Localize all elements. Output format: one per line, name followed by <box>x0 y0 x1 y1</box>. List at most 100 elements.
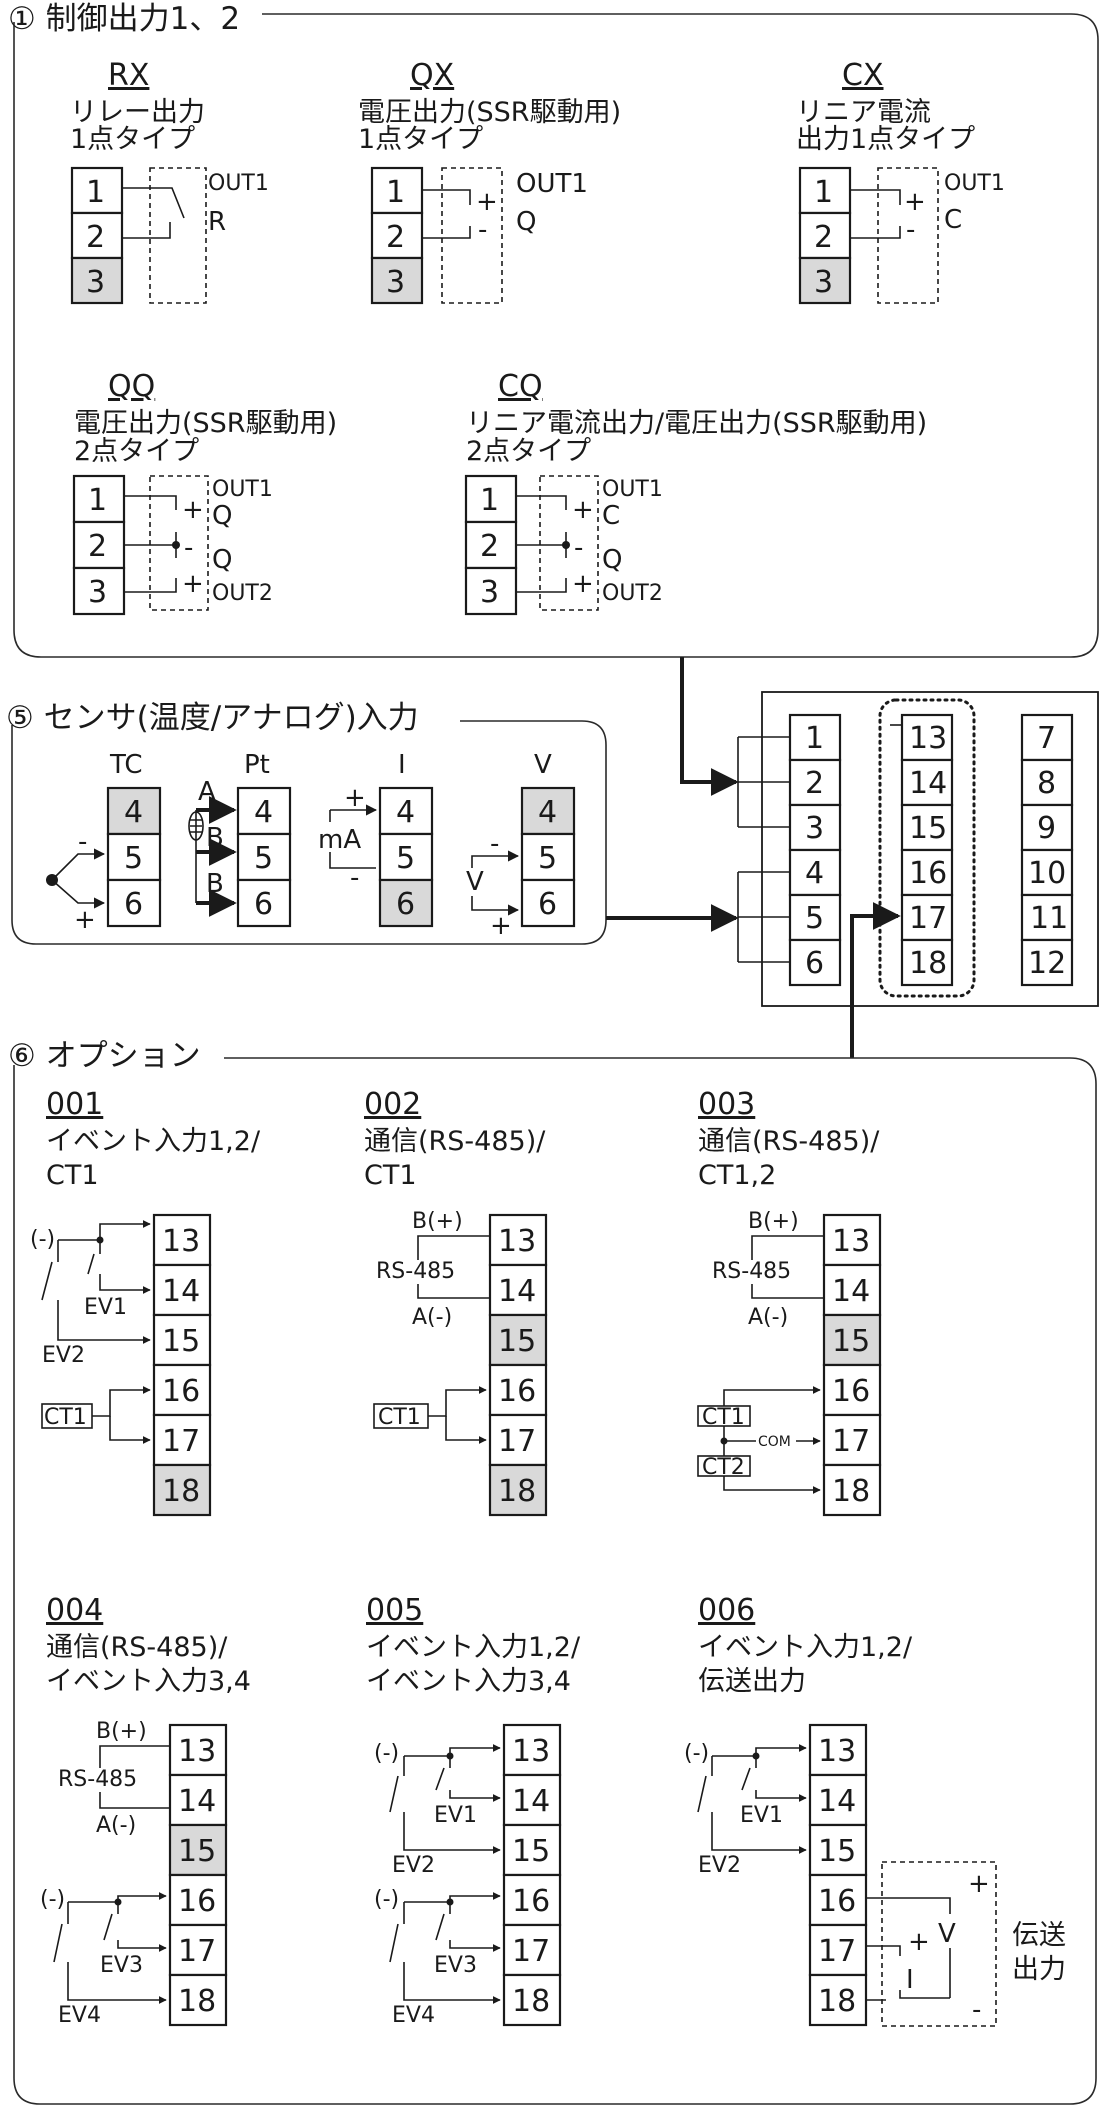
qx-minus: - <box>478 215 487 245</box>
opt004-t13: 13 <box>178 1734 216 1769</box>
sensor-tc: TC 4 5 6 - + <box>46 750 162 935</box>
v-v: V <box>466 867 484 897</box>
tc-t5: 5 <box>124 841 143 876</box>
tb-t15: 15 <box>909 811 947 846</box>
tb-t6: 6 <box>805 946 824 981</box>
tc-t6: 6 <box>124 887 143 922</box>
opt005-t13: 13 <box>512 1734 550 1769</box>
pt-t6: 6 <box>254 887 273 922</box>
v-label: V <box>534 750 552 780</box>
tb-t18: 18 <box>909 946 947 981</box>
opt004-aminus: A(-) <box>96 1813 136 1838</box>
option-rx: RX リレー出力 1点タイプ 1 2 3 OUT1 R <box>70 58 269 305</box>
opt004-bplus: B(+) <box>96 1719 147 1744</box>
i-plus: + <box>344 783 366 813</box>
pt-t5: 5 <box>254 841 273 876</box>
opt004-t15: 15 <box>178 1834 216 1869</box>
cx-t3: 3 <box>814 265 833 300</box>
pt-b1: B <box>206 823 224 853</box>
opt002-bplus: B(+) <box>412 1209 463 1234</box>
option-005: 005 イベント入力1,2/ イベント入力3,4 13 14 15 16 17 … <box>366 1593 581 2028</box>
opt005-ev4: EV4 <box>392 2003 435 2028</box>
opt005-terminals: 13 14 15 16 17 18 <box>502 1723 562 2027</box>
rx-t3: 3 <box>86 265 105 300</box>
rx-t1: 1 <box>86 175 105 210</box>
opt004-t18: 18 <box>178 1984 216 2019</box>
qx-t3: 3 <box>386 265 405 300</box>
v-minus: - <box>490 829 499 859</box>
v-t6: 6 <box>538 887 557 922</box>
qq-plus1: + <box>182 495 204 525</box>
section5-title: ⑤ センサ(温度/アナログ)入力 <box>6 700 419 736</box>
tb-t10: 10 <box>1028 856 1066 891</box>
opt004-rs485: RS-485 <box>58 1767 137 1792</box>
sensor-i: I 4 5 6 + mA - <box>318 750 434 928</box>
rx-desc2: 1点タイプ <box>70 124 195 155</box>
opt004-ev3: EV3 <box>100 1953 143 1978</box>
opt001-ev1: EV1 <box>84 1295 127 1320</box>
opt002-t16: 16 <box>498 1374 536 1409</box>
qq-desc1: 電圧出力(SSR駆動用) <box>74 408 337 439</box>
section6-connector <box>850 902 901 1058</box>
opt003-rs485: RS-485 <box>712 1259 791 1284</box>
option-001: 001 イベント入力1,2/ CT1 13 14 15 16 17 18 (-)… <box>30 1087 261 1517</box>
tb-t7: 7 <box>1037 721 1056 756</box>
opt006-transmit1: 伝送 <box>1012 1920 1066 1951</box>
opt006-code: 006 <box>698 1593 755 1628</box>
tb-t3: 3 <box>805 811 824 846</box>
cq-t1: 1 <box>480 483 499 518</box>
tb-t11: 11 <box>1030 901 1068 936</box>
opt006-t13: 13 <box>818 1734 856 1769</box>
v-t4: 4 <box>538 795 557 830</box>
cq-plus2: + <box>572 569 594 599</box>
qx-out: OUT1 <box>516 169 588 199</box>
section1-title: ① 制御出力1、2 <box>8 1 240 37</box>
v-plus: + <box>490 911 512 941</box>
opt004-desc1: 通信(RS-485)/ <box>46 1632 228 1663</box>
opt003-code: 003 <box>698 1087 755 1122</box>
opt002-desc1: 通信(RS-485)/ <box>364 1126 546 1157</box>
opt003-ct2: CT2 <box>702 1455 745 1480</box>
i-t5: 5 <box>396 841 415 876</box>
cq-t3: 3 <box>480 575 499 610</box>
opt006-terminals: 13 14 15 16 17 18 <box>808 1723 868 2027</box>
i-t6: 6 <box>396 887 415 922</box>
opt004-t16: 16 <box>178 1884 216 1919</box>
opt002-terminals: 13 14 15 16 17 18 <box>488 1213 548 1517</box>
opt005-ev2: EV2 <box>392 1853 435 1878</box>
opt002-aminus: A(-) <box>412 1305 452 1330</box>
qq-minus: - <box>184 533 193 563</box>
qq-t1: 1 <box>88 483 107 518</box>
opt004-terminals: 13 14 15 16 17 18 <box>168 1723 228 2027</box>
cx-sub: C <box>944 205 962 235</box>
cx-desc2: 出力1点タイプ <box>796 124 975 155</box>
qq-label-out2: OUT2 <box>212 581 273 606</box>
sensor-pt: Pt 4 5 6 A B B <box>188 750 292 928</box>
opt001-ev2: EV2 <box>42 1343 85 1368</box>
option-002: 002 通信(RS-485)/ CT1 13 14 15 16 17 18 B(… <box>364 1087 548 1517</box>
opt004-minus: (-) <box>40 1887 65 1912</box>
opt006-transmit2: 出力 <box>1012 1954 1066 1985</box>
rx-code: RX <box>108 58 149 93</box>
opt006-t16: 16 <box>818 1884 856 1919</box>
option-cq: CQ リニア電流出力/電圧出力(SSR駆動用) 2点タイプ 1 2 3 + - … <box>464 369 927 616</box>
cq-desc2: 2点タイプ <box>466 436 591 467</box>
opt003-t18: 18 <box>832 1474 870 1509</box>
qx-sub: Q <box>516 207 536 237</box>
tb-t14: 14 <box>909 766 947 801</box>
option-003: 003 通信(RS-485)/ CT1,2 13 14 15 16 17 18 … <box>697 1087 882 1517</box>
cq-desc1: リニア電流出力/電圧出力(SSR駆動用) <box>466 408 927 439</box>
tc-minus: - <box>78 827 87 857</box>
cx-t2: 2 <box>814 220 833 255</box>
qq-label-q2: Q <box>212 545 232 575</box>
opt006-v: V <box>938 1919 956 1949</box>
opt005-ev1: EV1 <box>434 1803 477 1828</box>
opt002-t14: 14 <box>498 1274 536 1309</box>
tc-label: TC <box>109 750 143 780</box>
opt006-plus-v: + <box>968 1869 990 1899</box>
opt003-desc2: CT1,2 <box>698 1160 776 1191</box>
opt001-ct1: CT1 <box>44 1405 87 1430</box>
rx-sub: R <box>208 207 226 237</box>
opt005-t16: 16 <box>512 1884 550 1919</box>
option-006: 006 イベント入力1,2/ 伝送出力 13 14 15 16 17 18 (-… <box>684 1593 1066 2027</box>
